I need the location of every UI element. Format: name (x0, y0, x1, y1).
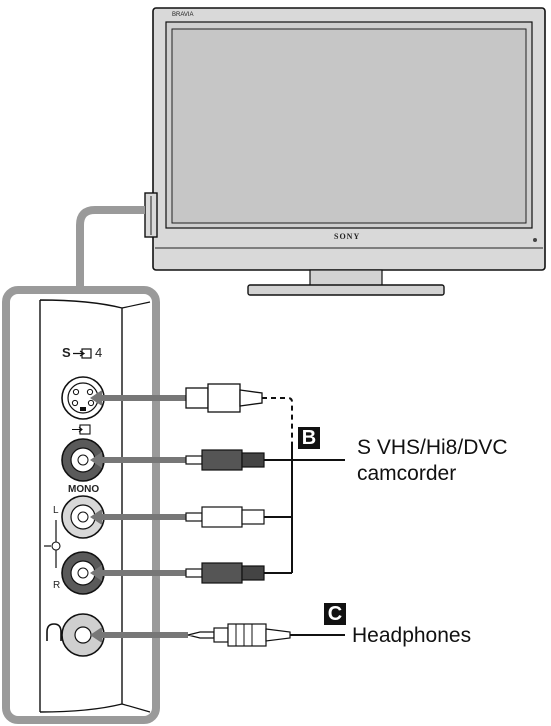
audio-right-plug-tail (241, 565, 265, 581)
audio-left-plug-body (201, 506, 243, 528)
camcorder-label-line2: camcorder (357, 462, 457, 485)
headphone-plug-collar (213, 627, 229, 643)
headphone-jack (61, 613, 105, 657)
video-plug-body (201, 449, 243, 471)
svideo-label: S (62, 345, 71, 360)
headphones-label: Headphones (352, 624, 472, 647)
badge-c: C (324, 603, 346, 625)
svideo-number: 4 (95, 345, 103, 360)
mono-label: MONO (68, 484, 100, 495)
tv-set (144, 7, 546, 296)
panel-bezel-curve (39, 299, 123, 713)
video-jack (61, 438, 105, 482)
audio-right-plug-tip (185, 568, 203, 578)
headphone-plug-tip (187, 631, 215, 639)
audio-left-plug-tip (185, 512, 203, 522)
video-arrow-head (90, 452, 102, 468)
audio-right-jack (61, 551, 105, 595)
headphones-icon (46, 623, 62, 641)
svideo-input-icon (73, 348, 92, 359)
svideo-arrow-head (90, 390, 102, 406)
headphone-plug-tail (265, 628, 291, 642)
tv-neck (309, 269, 383, 287)
audio-left-plug-tail (241, 509, 265, 525)
side-input-panel (2, 286, 160, 724)
video-plug-tip (185, 455, 203, 465)
audio-left-arrow-head (90, 509, 102, 525)
audio-right-arrow-head (90, 565, 102, 581)
badge-b: B (298, 427, 320, 449)
video-input-icon (72, 424, 91, 435)
panel-edge-top (121, 301, 151, 309)
svideo-plug-body (207, 383, 241, 413)
tv-base (247, 284, 445, 296)
tv-corner-logo: BRAVIA (172, 12, 194, 18)
tv-power-led (533, 238, 537, 242)
headphone-arrow-head (90, 627, 102, 643)
av-cable-bundle (264, 445, 293, 574)
svideo-cable (262, 397, 293, 445)
svideo-plug-tail (239, 389, 263, 407)
callout-connector (76, 206, 145, 290)
audio-left-jack (61, 495, 105, 539)
panel-edge-bottom (121, 703, 151, 713)
headphone-plug-body (227, 623, 267, 647)
tv-brand-logo: SONY (334, 232, 361, 241)
audio-input-icon (51, 541, 61, 551)
left-channel-label: L (53, 505, 59, 516)
camcorder-label-line1: S VHS/Hi8/DVC (357, 436, 508, 459)
audio-right-plug-body (201, 562, 243, 584)
tv-screen (171, 28, 527, 224)
svideo-plug-tip (185, 387, 209, 409)
video-plug-tail (241, 452, 265, 468)
right-channel-label: R (53, 580, 61, 591)
cables (90, 383, 345, 647)
